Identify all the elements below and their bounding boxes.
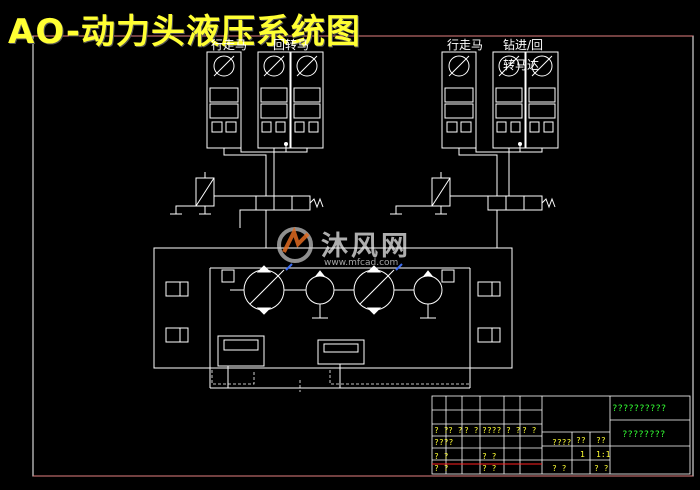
tb-r1-0: ? ? bbox=[434, 426, 449, 435]
watermark-url: www.mfcad.com bbox=[324, 258, 399, 268]
tb-m1-0: ???? bbox=[552, 438, 572, 447]
main-circuit bbox=[153, 210, 513, 389]
tb-m1-2: ?? bbox=[596, 436, 606, 445]
pump-arrow-1 bbox=[285, 263, 293, 271]
tb-m3-0: ? ? bbox=[552, 464, 567, 473]
watermark-text: 沐风网 bbox=[321, 231, 411, 262]
tb-m1-1: ?? bbox=[576, 436, 586, 445]
tb-r1-1: ? ? bbox=[448, 426, 463, 435]
page-title: AO-动力头液压系统图 bbox=[8, 12, 361, 52]
tb-c1-2: ? ? bbox=[434, 464, 449, 473]
right-directional-valve bbox=[390, 172, 556, 215]
junction-dot bbox=[518, 142, 522, 146]
tb-c1-1: ? ? bbox=[434, 452, 449, 461]
pump-arrow-2 bbox=[395, 263, 403, 271]
left-motor-stack bbox=[206, 51, 324, 196]
tb-m2-1: 1:1 bbox=[596, 450, 611, 459]
tb-r1-4: ? ? bbox=[506, 426, 521, 435]
tb-c3-1: ? ? bbox=[482, 464, 497, 473]
title-block bbox=[431, 395, 691, 475]
label-right-motor-2: 钻进/回 bbox=[503, 38, 544, 52]
title-block-sub: ???????? bbox=[622, 430, 666, 440]
left-directional-valve bbox=[170, 172, 324, 228]
tb-m2-0: 1 bbox=[580, 450, 585, 459]
tb-c1-0: ???? bbox=[434, 438, 454, 447]
pilot-lines bbox=[211, 370, 470, 392]
right-motor-stack bbox=[441, 51, 559, 196]
title-block-name: ?????????? bbox=[612, 404, 667, 414]
tb-r1-2: ? ? bbox=[464, 426, 479, 435]
tb-r1-5: ? ? bbox=[522, 426, 537, 435]
label-left-motor-1: 行走马 bbox=[211, 38, 248, 52]
label-right-motor-2b: 转马达 bbox=[503, 58, 540, 72]
tb-m3-1: ? ? bbox=[594, 464, 609, 473]
label-right-motor-1: 行走马 bbox=[447, 38, 484, 52]
junction-dot bbox=[284, 142, 288, 146]
watermark: 沐风网 www.mfcad.com bbox=[272, 222, 432, 272]
tb-c3-0: ? ? bbox=[482, 452, 497, 461]
tb-r1-3: ???? bbox=[482, 426, 502, 435]
watermark-logo-icon bbox=[277, 226, 313, 263]
label-left-motor-2: 回转马 bbox=[273, 38, 310, 52]
